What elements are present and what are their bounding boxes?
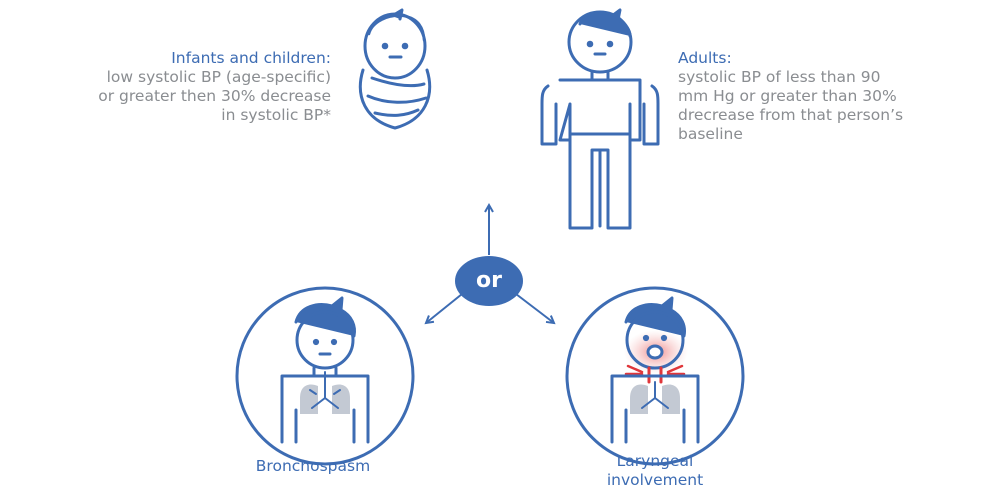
laryngeal-caption-line-1: Laryngeal <box>560 452 750 471</box>
laryngeal-patient-icon <box>567 288 743 464</box>
standing-adult-icon <box>542 10 658 228</box>
bronchospasm-caption-text: Bronchospasm <box>218 457 408 476</box>
laryngeal-caption: Laryngeal involvement <box>560 452 750 490</box>
swaddled-infant-icon <box>360 10 429 128</box>
laryngeal-caption-line-2: involvement <box>560 471 750 490</box>
bronchospasm-caption: Bronchospasm <box>218 457 408 476</box>
bronchospasm-patient-icon <box>237 288 413 464</box>
or-label: or <box>455 256 523 306</box>
